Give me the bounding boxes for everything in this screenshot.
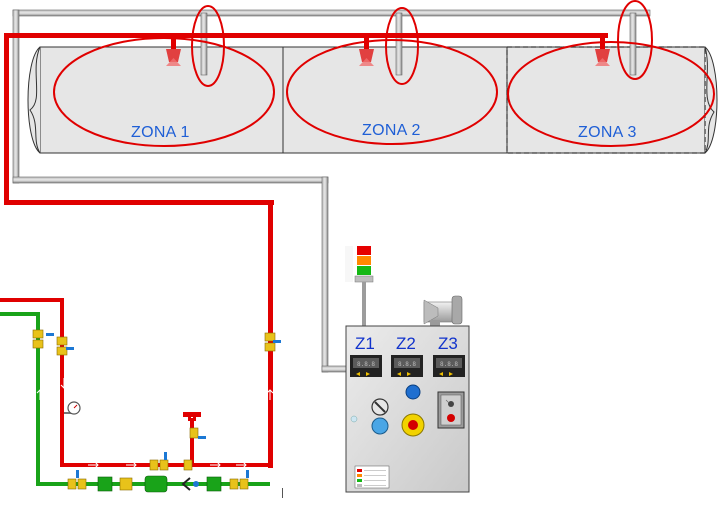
panel-zone-code-3: Z3 — [438, 334, 458, 353]
panel-legend — [354, 465, 390, 489]
zone-highlights — [53, 0, 715, 147]
zone-1-ellipse — [53, 37, 275, 147]
svg-text:8.8.8: 8.8.8 — [398, 361, 416, 368]
zone-2-ellipse — [286, 39, 498, 145]
control-panel: 8.8.8 8.8.8 8.8.8 — [345, 325, 470, 493]
stop-lamp — [447, 414, 455, 422]
svg-text:8.8.8: 8.8.8 — [440, 361, 458, 368]
air-drop-2-ellipse — [385, 7, 419, 85]
panel-zone-code-1: Z1 — [355, 334, 375, 353]
siren-icon — [418, 295, 466, 330]
svg-text:8.8.8: 8.8.8 — [357, 361, 375, 368]
zone-display-3: 8.8.8 — [433, 355, 465, 377]
emergency-stop-icon[interactable] — [401, 413, 425, 437]
zone-1-label: ZONA 1 — [131, 124, 190, 141]
supply-piping — [0, 298, 283, 498]
zone-display-2: 8.8.8 — [391, 355, 423, 377]
zone-3-label: ZONA 3 — [578, 124, 637, 141]
reset-button[interactable] — [371, 417, 389, 435]
sprinkler-head-icon — [359, 37, 374, 66]
pressure-gauge-icon — [64, 401, 81, 415]
sprinkler-head-icon — [166, 37, 181, 66]
air-drop-3-ellipse — [617, 0, 653, 80]
zone-2-label: ZONA 2 — [362, 122, 421, 139]
air-drop-1-ellipse — [191, 5, 225, 87]
panel-zone-code-2: Z2 — [396, 334, 416, 353]
zone-3-dashed-outline — [506, 46, 706, 154]
blue-indicator-lamp — [405, 384, 421, 400]
signal-tower-icon — [345, 246, 374, 326]
zone-display-1: 8.8.8 — [350, 355, 382, 377]
zone-3-ellipse — [507, 41, 715, 147]
